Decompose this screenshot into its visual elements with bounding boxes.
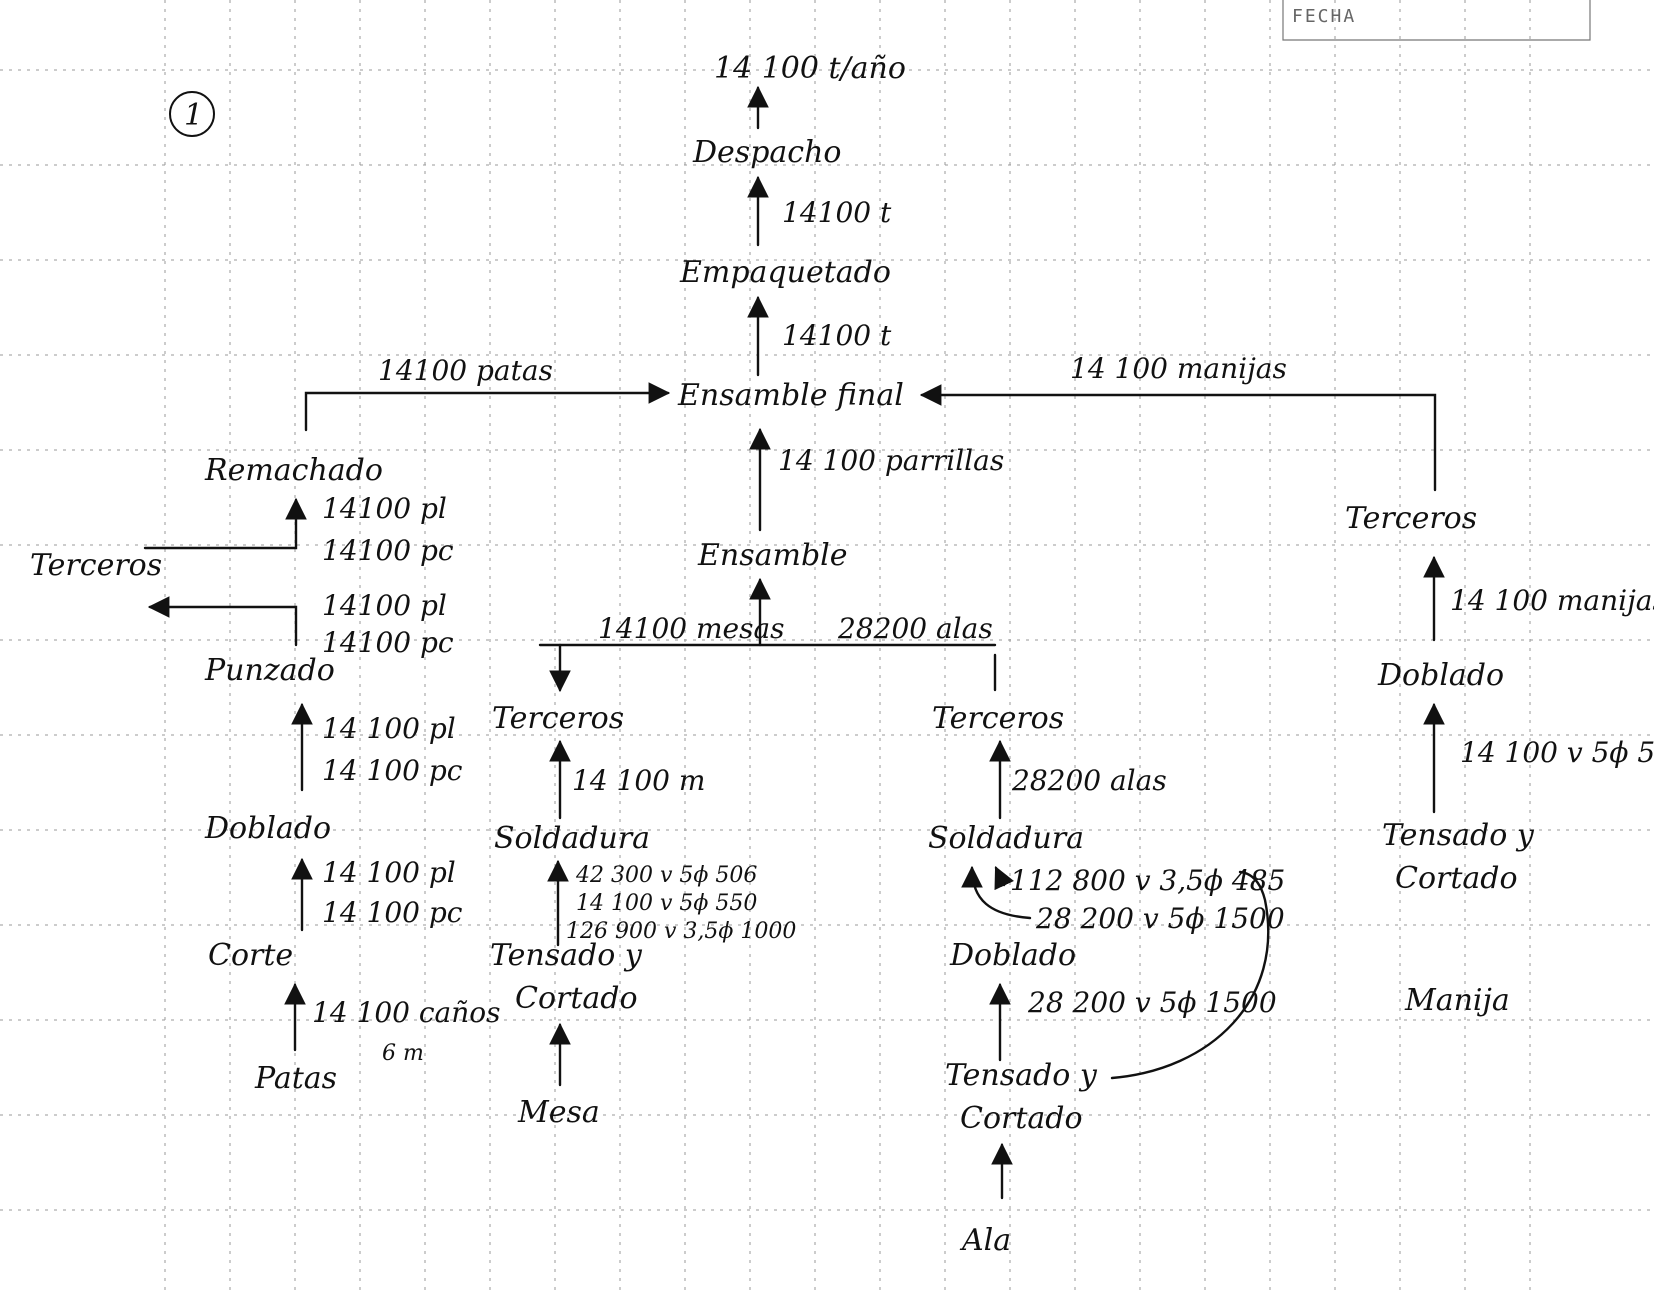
node-remachado: Remachado bbox=[204, 453, 383, 488]
node-ala: Ala bbox=[959, 1223, 1011, 1258]
flow-ala-in-1: 112 800 v 3,5ϕ 485 bbox=[1010, 864, 1285, 897]
edge-terceros-right-ensfinal bbox=[919, 384, 1437, 492]
node-tensado-ala-1: Tensado y bbox=[945, 1058, 1098, 1093]
flow-patas-corte-2: 6 m bbox=[382, 1041, 424, 1066]
node-mesa: Mesa bbox=[517, 1095, 600, 1130]
edge-tensado-to-soldadura-bypass bbox=[1110, 870, 1270, 1080]
flow-mesas-branch: 14100 mesas bbox=[598, 612, 785, 645]
node-corte: Corte bbox=[208, 938, 293, 973]
edge-ala-in-1-soldadura bbox=[994, 866, 1015, 891]
flow-tens-ala-dobl: 28 200 v 5ϕ 1500 bbox=[1027, 986, 1277, 1019]
flow-sold-ala-out: 28200 alas bbox=[1011, 764, 1167, 797]
node-tensado-right-2: Cortado bbox=[1395, 861, 1518, 896]
flow-ens-ensfinal: 14 100 parrillas bbox=[778, 444, 1004, 477]
flow-sold-mesa-out: 14 100 m bbox=[572, 764, 705, 797]
flow-dobl-punz-1: 14 100 pl bbox=[322, 712, 456, 745]
node-doblado-ala: Doblado bbox=[949, 938, 1076, 973]
node-tensado-ala-2: Cortado bbox=[960, 1101, 1083, 1136]
flow-ala-in-2: 28 200 v 5ϕ 1500 bbox=[1035, 902, 1285, 935]
node-terceros-mesa: Terceros bbox=[492, 701, 624, 736]
flow-patas-corte-1: 14 100 caños bbox=[312, 996, 501, 1029]
flow-punz-out-2: 14100 pc bbox=[322, 626, 454, 659]
flow-dobl-right-out: 14 100 manijas bbox=[1450, 584, 1654, 617]
flow-tens-right-out: 14 100 v 5ϕ 550 bbox=[1460, 736, 1654, 769]
flow-tens-mesa-1: 42 300 v 5ϕ 506 bbox=[575, 863, 757, 888]
node-empaquetado: Empaquetado bbox=[679, 255, 891, 290]
flow-manijas-ensfinal: 14 100 manijas bbox=[1070, 352, 1287, 385]
node-terceros-right: Terceros bbox=[1345, 501, 1477, 536]
flow-patas-ensfinal: 14100 patas bbox=[378, 354, 553, 387]
node-doblado-left: Doblado bbox=[204, 811, 331, 846]
fecha-box bbox=[1282, 0, 1591, 41]
edge-punzado-terceros bbox=[147, 596, 298, 647]
flow-emp-desp: 14100 t bbox=[782, 196, 892, 229]
flow-tens-mesa-2: 14 100 v 5ϕ 550 bbox=[576, 891, 757, 916]
node-patas: Patas bbox=[254, 1061, 337, 1096]
node-terceros-left: Terceros bbox=[30, 548, 162, 583]
node-despacho: Despacho bbox=[692, 135, 841, 170]
node-top-output: 14 100 t/año bbox=[714, 51, 906, 86]
node-soldadura-ala: Soldadura bbox=[928, 821, 1084, 856]
node-ensamble-final: Ensamble final bbox=[677, 378, 904, 413]
fecha-label: FECHA bbox=[1292, 6, 1356, 27]
node-manija: Manija bbox=[1404, 983, 1510, 1018]
flow-corte-dobl-2: 14 100 pc bbox=[322, 896, 463, 929]
node-tensado-mesa-2: Cortado bbox=[515, 981, 638, 1016]
node-tensado-mesa-1: Tensado y bbox=[490, 938, 643, 973]
sheet-number: 1 bbox=[184, 98, 203, 133]
edge-terceros-remachado bbox=[143, 497, 307, 550]
flow-dobl-punz-2: 14 100 pc bbox=[322, 754, 463, 787]
flow-punz-out-1: 14100 pl bbox=[322, 589, 447, 622]
node-doblado-right: Doblado bbox=[1377, 658, 1504, 693]
node-ensamble: Ensamble bbox=[697, 538, 848, 573]
node-soldadura-mesa: Soldadura bbox=[494, 821, 650, 856]
flow-alas-branch: 28200 alas bbox=[837, 612, 993, 645]
flow-rem-in-2: 14100 pc bbox=[322, 534, 454, 567]
flow-ens-emp: 14100 t bbox=[782, 319, 892, 352]
node-punzado: Punzado bbox=[204, 653, 335, 688]
edge-remachado-ensfinal bbox=[304, 382, 671, 432]
sheet-number-circle bbox=[169, 91, 215, 137]
node-tensado-right-1: Tensado y bbox=[1382, 818, 1535, 853]
flow-tens-mesa-3: 126 900 v 3,5ϕ 1000 bbox=[566, 919, 796, 944]
edge-doblado-soldadura-ala bbox=[961, 865, 1032, 920]
flow-corte-dobl-1: 14 100 pl bbox=[322, 856, 456, 889]
flow-rem-in-1: 14100 pl bbox=[322, 492, 447, 525]
node-terceros-ala: Terceros bbox=[932, 701, 1064, 736]
